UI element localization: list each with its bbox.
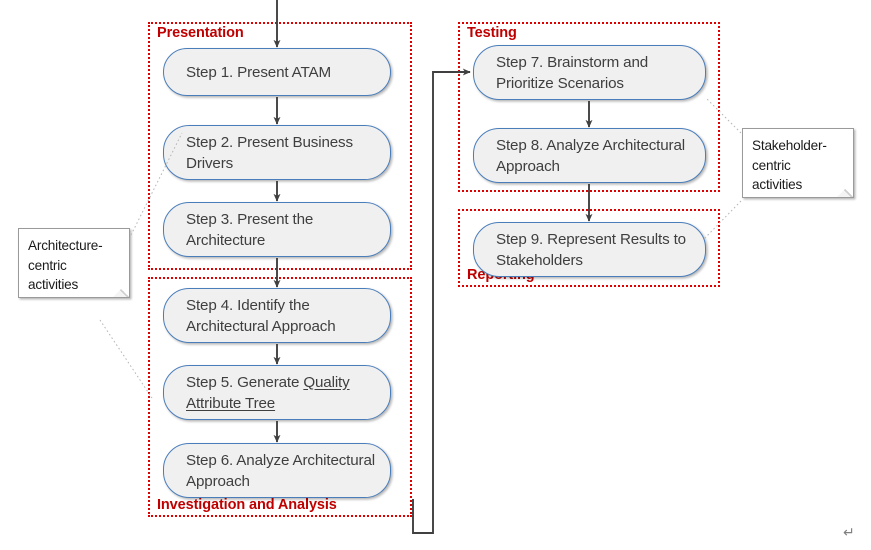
- leader-arch-to-investigation: [99, 319, 153, 399]
- step-box-step8[interactable]: Step 8. Analyze Architectural Approach: [473, 128, 706, 183]
- step-label-step5-plain: Step 5. Generate: [186, 373, 304, 391]
- note-architecture-centric: Architecture- centric activities: [18, 228, 130, 298]
- paragraph-return-mark: ↵: [843, 524, 855, 540]
- note-line-2: centric: [752, 157, 791, 173]
- step-label-step2: Step 2. Present Business Drivers: [186, 133, 353, 172]
- note-stakeholder-centric-text: Stakeholder- centric activities: [752, 136, 849, 195]
- note-line-1: Stakeholder-: [752, 138, 827, 153]
- note-line-1: Architecture-: [28, 238, 103, 253]
- note-line-3: activities: [28, 277, 79, 292]
- step-box-step2[interactable]: Step 2. Present Business Drivers: [163, 125, 391, 180]
- note-line-2: centric: [28, 257, 67, 273]
- step-label-step4: Step 4. Identify the Architectural Appro…: [186, 296, 336, 335]
- note-line-3: activities: [752, 177, 803, 192]
- step-label-step6: Step 6. Analyze Architectural Approach: [186, 451, 375, 490]
- step-box-step9[interactable]: Step 9. Represent Results to Stakeholder…: [473, 222, 706, 277]
- step-box-step5[interactable]: Step 5. Generate Quality Attribute Tree: [163, 365, 391, 420]
- note-architecture-centric-text: Architecture- centric activities: [28, 236, 125, 295]
- step-label-step8: Step 8. Analyze Architectural Approach: [496, 136, 685, 175]
- group-label-testing: Testing: [466, 25, 518, 41]
- step-label-step9: Step 9. Represent Results to Stakeholder…: [496, 230, 686, 269]
- group-label-investigation: Investigation and Analysis: [156, 497, 338, 513]
- step-label-step1: Step 1. Present ATAM: [186, 63, 332, 81]
- group-label-presentation: Presentation: [156, 25, 245, 41]
- step-label-step5-underlined: Quality Attribute Tree: [186, 373, 350, 412]
- step-box-step6[interactable]: Step 6. Analyze Architectural Approach: [163, 443, 391, 498]
- step-box-step3[interactable]: Step 3. Present the Architecture: [163, 202, 391, 257]
- note-stakeholder-centric: Stakeholder- centric activities: [742, 128, 854, 198]
- step-label-step3: Step 3. Present the Architecture: [186, 210, 314, 249]
- step-box-step4[interactable]: Step 4. Identify the Architectural Appro…: [163, 288, 391, 343]
- step-box-step7[interactable]: Step 7. Brainstorm and Prioritize Scenar…: [473, 45, 706, 100]
- step-label-step5: Step 5. Generate Quality Attribute Tree: [186, 372, 376, 414]
- step-box-step1[interactable]: Step 1. Present ATAM: [163, 48, 391, 96]
- step-label-step7: Step 7. Brainstorm and Prioritize Scenar…: [496, 53, 649, 92]
